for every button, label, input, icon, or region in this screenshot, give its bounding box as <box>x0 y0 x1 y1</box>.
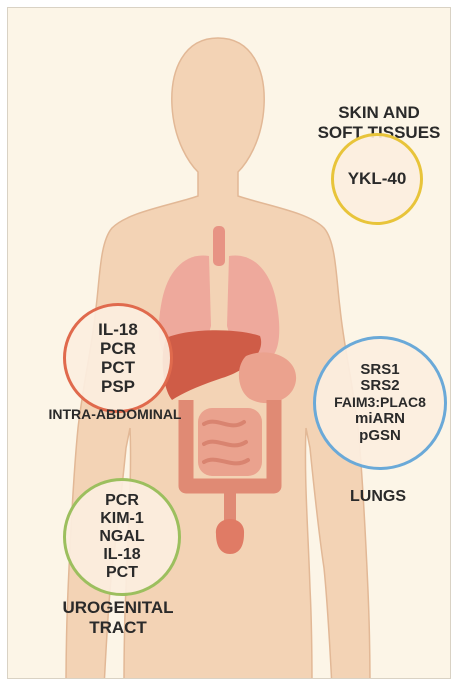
marker-pct-uro: PCT <box>106 564 138 582</box>
lungs-region-label: LUNGS <box>328 488 428 506</box>
marker-il-18: IL-18 <box>98 320 138 339</box>
intra-abdominal-marker-circle: IL-18 PCR PCT PSP <box>63 303 173 413</box>
marker-ngal: NGAL <box>99 528 144 546</box>
skin-marker-circle: YKL-40 <box>331 133 423 225</box>
bladder-organ-icon <box>216 519 244 554</box>
marker-psp: PSP <box>101 377 135 396</box>
marker-faim3-plac8: FAIM3:PLAC8 <box>334 395 426 411</box>
marker-ykl-40: YKL-40 <box>348 169 407 188</box>
urogenital-region-label: UROGENITAL TRACT <box>38 598 198 637</box>
diagram-frame: SKIN AND SOFT TISSUES YKL-40 IL-18 PCR P… <box>7 7 451 679</box>
marker-pct: PCT <box>101 358 135 377</box>
marker-pgsn: pGSN <box>359 428 401 445</box>
marker-pcr-uro: PCR <box>105 492 139 510</box>
marker-il-18-uro: IL-18 <box>103 546 140 564</box>
urogenital-marker-circle: PCR KIM-1 NGAL IL-18 PCT <box>63 478 181 596</box>
marker-pcr: PCR <box>100 339 136 358</box>
intra-abdominal-region-label: INTRA-ABDOMINAL <box>20 406 210 422</box>
lungs-marker-circle: SRS1 SRS2 FAIM3:PLAC8 miARN pGSN <box>313 336 447 470</box>
marker-srs2: SRS2 <box>360 378 399 395</box>
marker-kim-1: KIM-1 <box>100 510 144 528</box>
marker-miarn: miARN <box>355 411 405 428</box>
marker-srs1: SRS1 <box>360 362 399 379</box>
